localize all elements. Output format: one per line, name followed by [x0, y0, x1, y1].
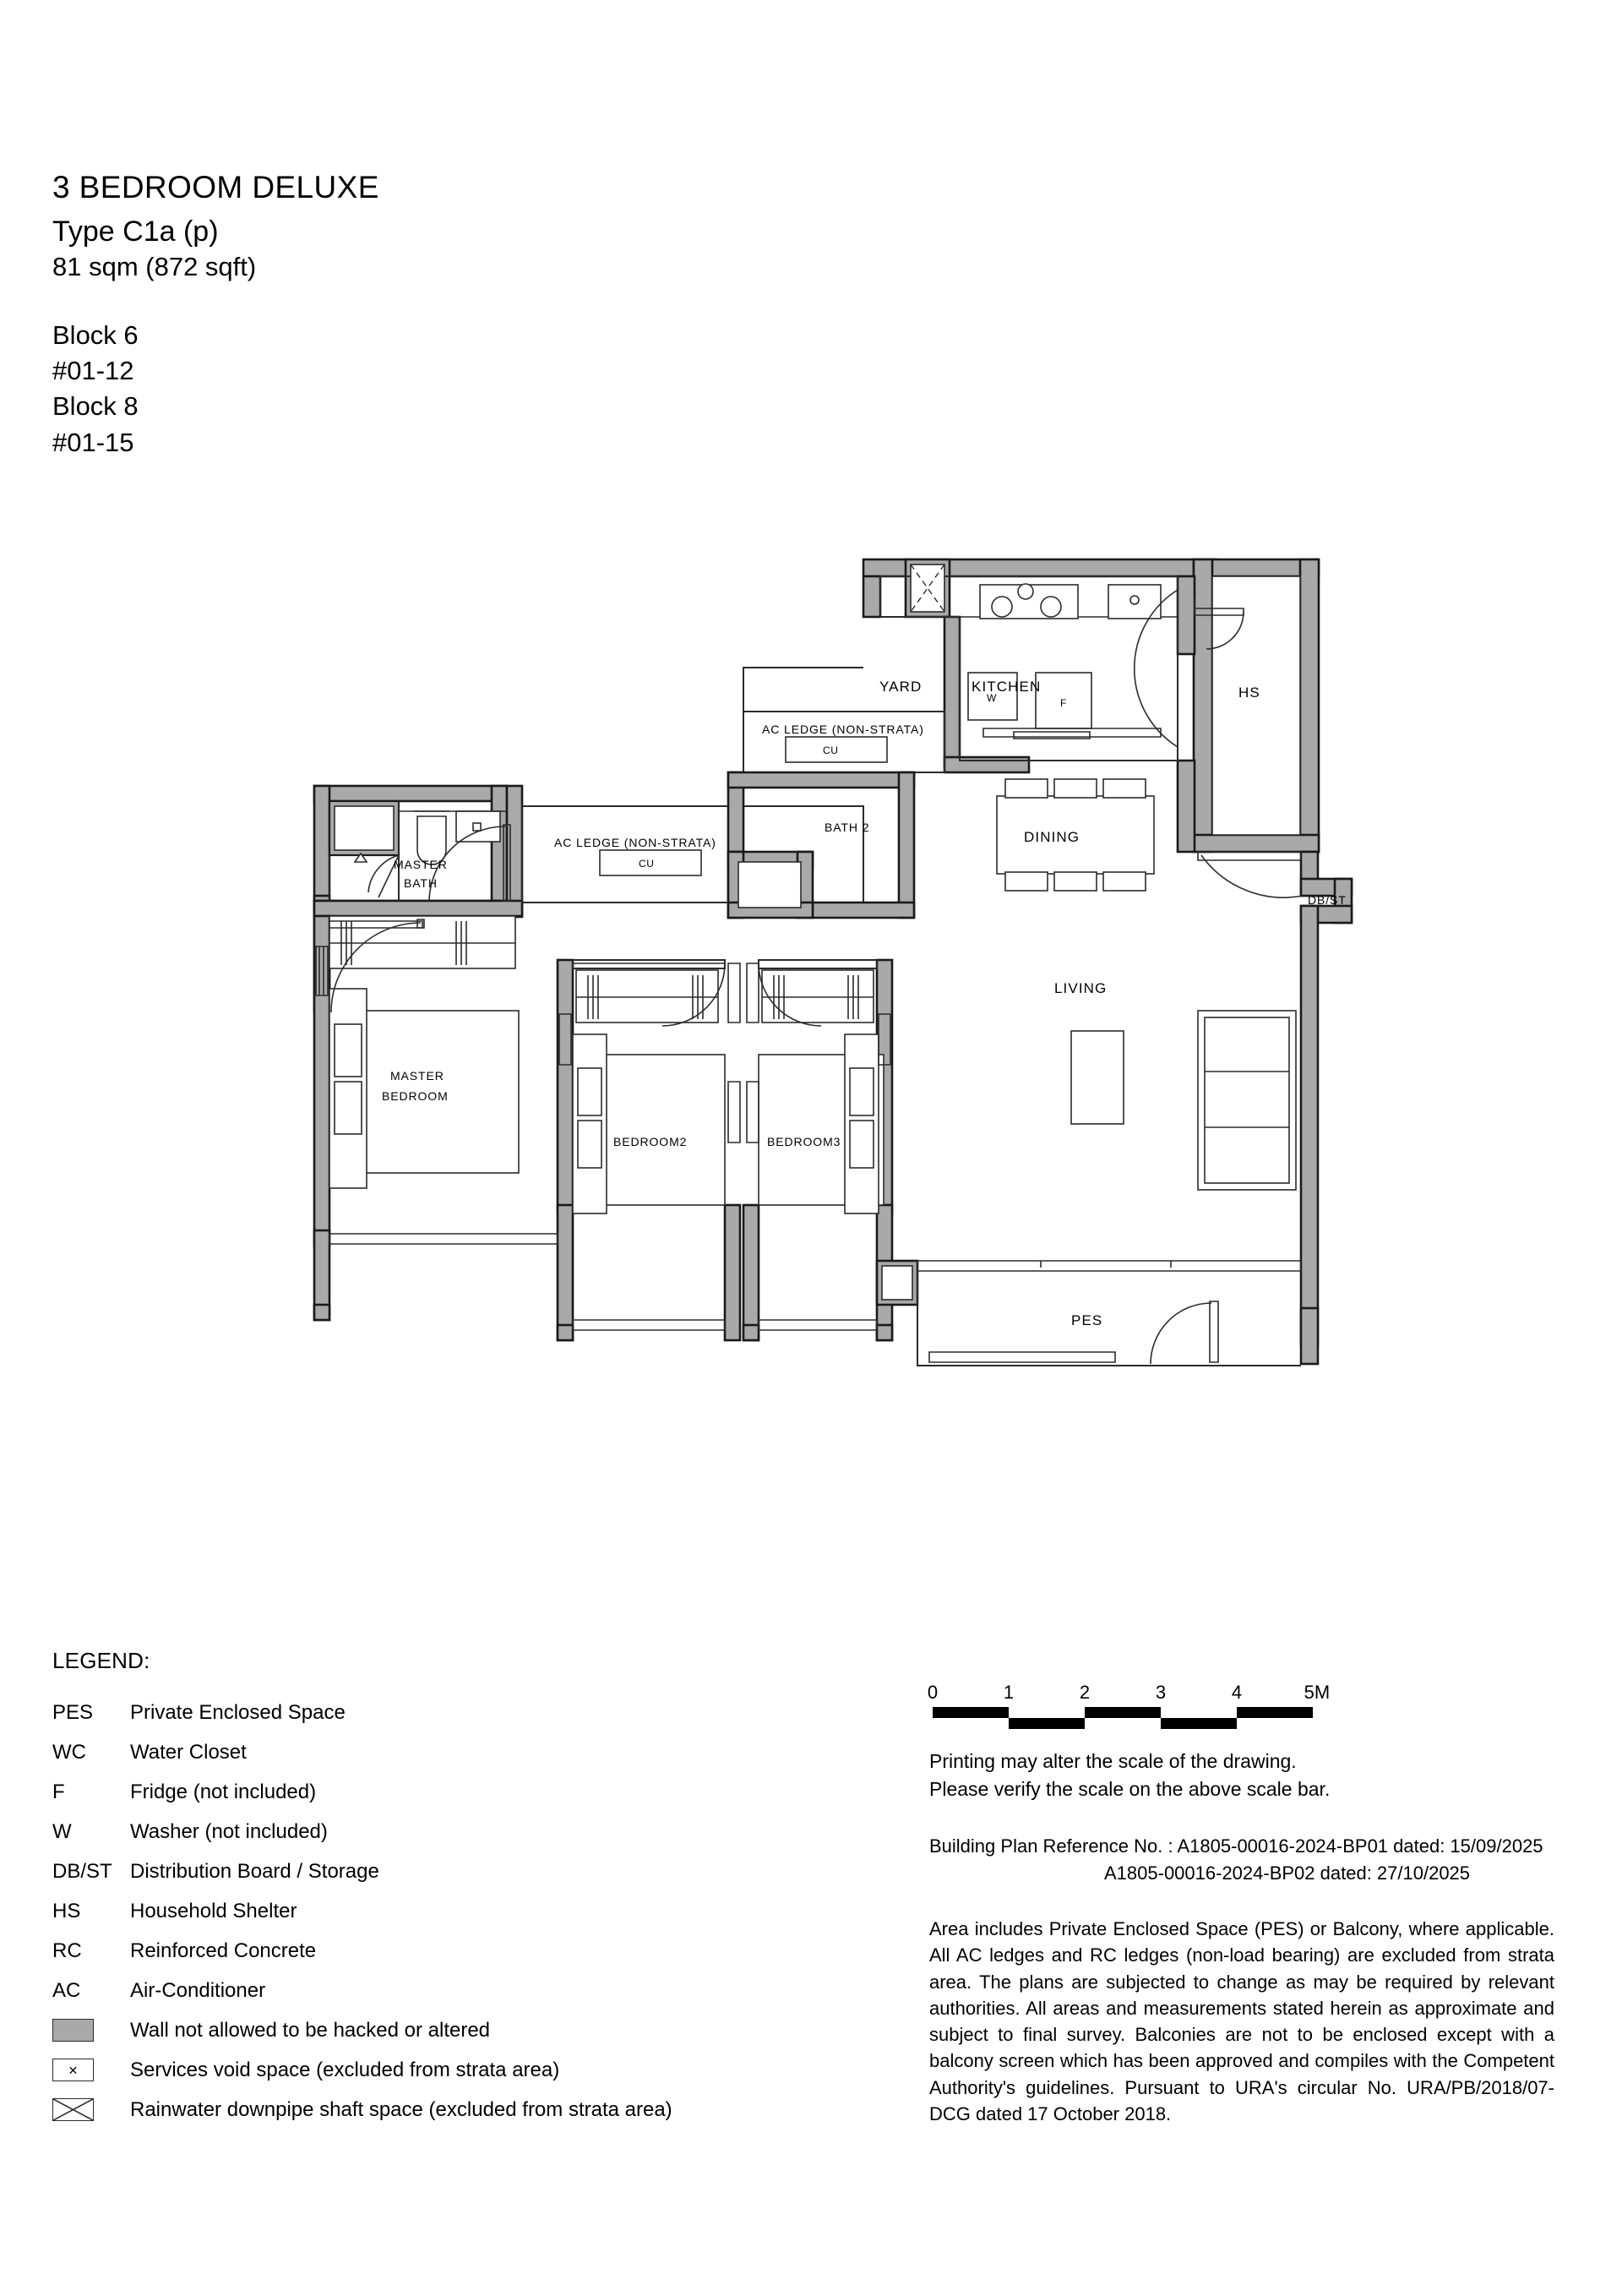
legend-item-rain-swatch: Rainwater downpipe shaft space (excluded… — [52, 2090, 863, 2130]
label-fridge: F — [1060, 697, 1067, 709]
scale-seg-4-5 — [1237, 1707, 1313, 1718]
room-label-bath2: BATH 2 — [825, 821, 869, 834]
scale-tick-5: 5M — [1304, 1682, 1331, 1703]
label-cu-top: CU — [823, 744, 839, 756]
room-label-yard: YARD — [879, 679, 922, 695]
scale-tick-3: 3 — [1155, 1682, 1167, 1703]
legend-text-void-swatch: Services void space (excluded from strat… — [130, 2058, 560, 2081]
room-label-ac-ledge-mid: AC LEDGE (NON-STRATA) — [554, 836, 716, 849]
bp-ref-line-2: A1805-00016-2024-BP02 dated: 27/10/2025 — [1104, 1862, 1471, 1884]
rainwater-downpipe-icon — [52, 2098, 130, 2121]
legend-abbr-fridge: F — [52, 1780, 65, 1803]
legend-text-rain-swatch: Rainwater downpipe shaft space (excluded… — [130, 2097, 672, 2121]
label-cu-mid: CU — [639, 858, 655, 870]
legend-text-hs: Household Shelter — [130, 1899, 297, 1922]
room-label-ac-ledge-top: AC LEDGE (NON-STRATA) — [762, 723, 924, 736]
room-label-master-bed-1: MASTER — [390, 1069, 444, 1083]
legend-text-fridge: Fridge (not included) — [130, 1780, 317, 1803]
legend-item-void-swatch: ✕ Services void space (excluded from str… — [52, 2050, 863, 2090]
unit-area: 81 sqm (872 sqft) — [52, 251, 257, 281]
room-label-bedroom3: BEDROOM3 — [767, 1135, 841, 1148]
scale-seg-3-4 — [1161, 1718, 1237, 1729]
print-note-line-2: Please verify the scale on the above sca… — [929, 1777, 1331, 1800]
page-title: 3 BEDROOM DELUXE — [52, 170, 379, 205]
print-scale-note: Printing may alter the scale of the draw… — [929, 1748, 1571, 1802]
legend-abbr-pes: PES — [52, 1700, 94, 1724]
room-label-pes: PES — [1071, 1312, 1102, 1328]
scale-bar-segments — [929, 1707, 1326, 1736]
block-list: Block 6 #01-12 Block 8 #01-15 — [52, 318, 644, 461]
legend-item-dbst: DB/ST Distribution Board / Storage — [52, 1852, 863, 1891]
room-label-kitchen: KITCHEN — [972, 679, 1041, 695]
legend-item-washer: W Washer (not included) — [52, 1812, 863, 1852]
block-line-2: #01-12 — [52, 356, 134, 386]
scale-tick-0: 0 — [927, 1682, 939, 1703]
unit-type: Type C1a (p) — [52, 215, 219, 248]
block-line-1: Block 6 — [52, 320, 139, 351]
room-label-hs: HS — [1238, 684, 1260, 701]
room-label-master-bath-1: MASTER — [394, 858, 448, 871]
scale-tick-labels: 0 1 2 3 4 5M — [927, 1682, 1330, 1707]
scale-seg-1-2 — [1009, 1718, 1085, 1729]
wall-swatch-icon — [52, 2019, 130, 2042]
scale-tick-2: 2 — [1079, 1682, 1091, 1703]
room-label-living: LIVING — [1054, 980, 1107, 996]
legend-abbr-hs: HS — [52, 1899, 81, 1922]
scale-bar: 0 1 2 3 4 5M — [927, 1682, 1330, 1742]
disclaimer-text: Area includes Private Enclosed Space (PE… — [929, 1918, 1554, 2124]
legend-item-hs: HS Household Shelter — [52, 1891, 863, 1931]
legend-block: LEGEND: PES Private Enclosed Space WC Wa… — [52, 1648, 863, 2130]
block-line-3: Block 8 — [52, 391, 139, 422]
legend-text-washer: Washer (not included) — [130, 1819, 328, 1843]
scale-tick-4: 4 — [1231, 1682, 1243, 1703]
scale-seg-2-3 — [1085, 1707, 1161, 1718]
legend-text-wall-swatch: Wall not allowed to be hacked or altered — [130, 2018, 491, 2042]
floor-plan-drawing: .w { fill:#a9a9a9; stroke:#1a1a1a; strok… — [0, 507, 1622, 1420]
legend-text-ac: Air-Conditioner — [130, 1978, 266, 2002]
legend-item-pes: PES Private Enclosed Space — [52, 1693, 863, 1732]
legend-text-pes: Private Enclosed Space — [130, 1700, 346, 1724]
building-plan-reference: Building Plan Reference No. : A1805-0001… — [929, 1833, 1571, 1887]
legend-title: LEGEND: — [52, 1648, 150, 1673]
room-label-db-st: DB/ST — [1308, 893, 1347, 907]
label-washer: W — [987, 692, 997, 704]
legend-abbr-ac: AC — [52, 1978, 81, 2002]
print-note-line-1: Printing may alter the scale of the draw… — [929, 1750, 1297, 1772]
block-line-4: #01-15 — [52, 427, 134, 457]
room-label-dining: DINING — [1024, 829, 1080, 845]
legend-abbr-wc: WC — [52, 1740, 86, 1764]
bp-ref-line-1: Building Plan Reference No. : A1805-0001… — [929, 1835, 1543, 1857]
legend-item-rc: RC Reinforced Concrete — [52, 1931, 863, 1971]
scale-tick-1: 1 — [1003, 1682, 1015, 1703]
legend-item-wc: WC Water Closet — [52, 1732, 863, 1772]
scale-seg-0-1 — [933, 1707, 1009, 1718]
room-label-master-bath-2: BATH — [404, 876, 438, 890]
services-void-icon: ✕ — [52, 2059, 130, 2081]
legend-item-ac: AC Air-Conditioner — [52, 1971, 863, 2010]
legend-abbr-dbst: DB/ST — [52, 1859, 112, 1883]
legend-item-fridge: F Fridge (not included) — [52, 1772, 863, 1812]
legend-text-dbst: Distribution Board / Storage — [130, 1859, 379, 1883]
legend-item-wall-swatch: Wall not allowed to be hacked or altered — [52, 2010, 863, 2050]
legend-abbr-washer: W — [52, 1819, 72, 1843]
plan-header: 3 BEDROOM DELUXE Type C1a (p) 81 sqm (87… — [52, 169, 644, 461]
room-label-bedroom2: BEDROOM2 — [613, 1135, 687, 1148]
legend-text-rc: Reinforced Concrete — [130, 1939, 317, 1962]
room-label-master-bed-2: BEDROOM — [382, 1089, 449, 1103]
scale-and-notes: 0 1 2 3 4 5M Printing may alter the scal… — [927, 1682, 1571, 2127]
legend-abbr-rc: RC — [52, 1939, 82, 1962]
legend-text-wc: Water Closet — [130, 1740, 247, 1764]
